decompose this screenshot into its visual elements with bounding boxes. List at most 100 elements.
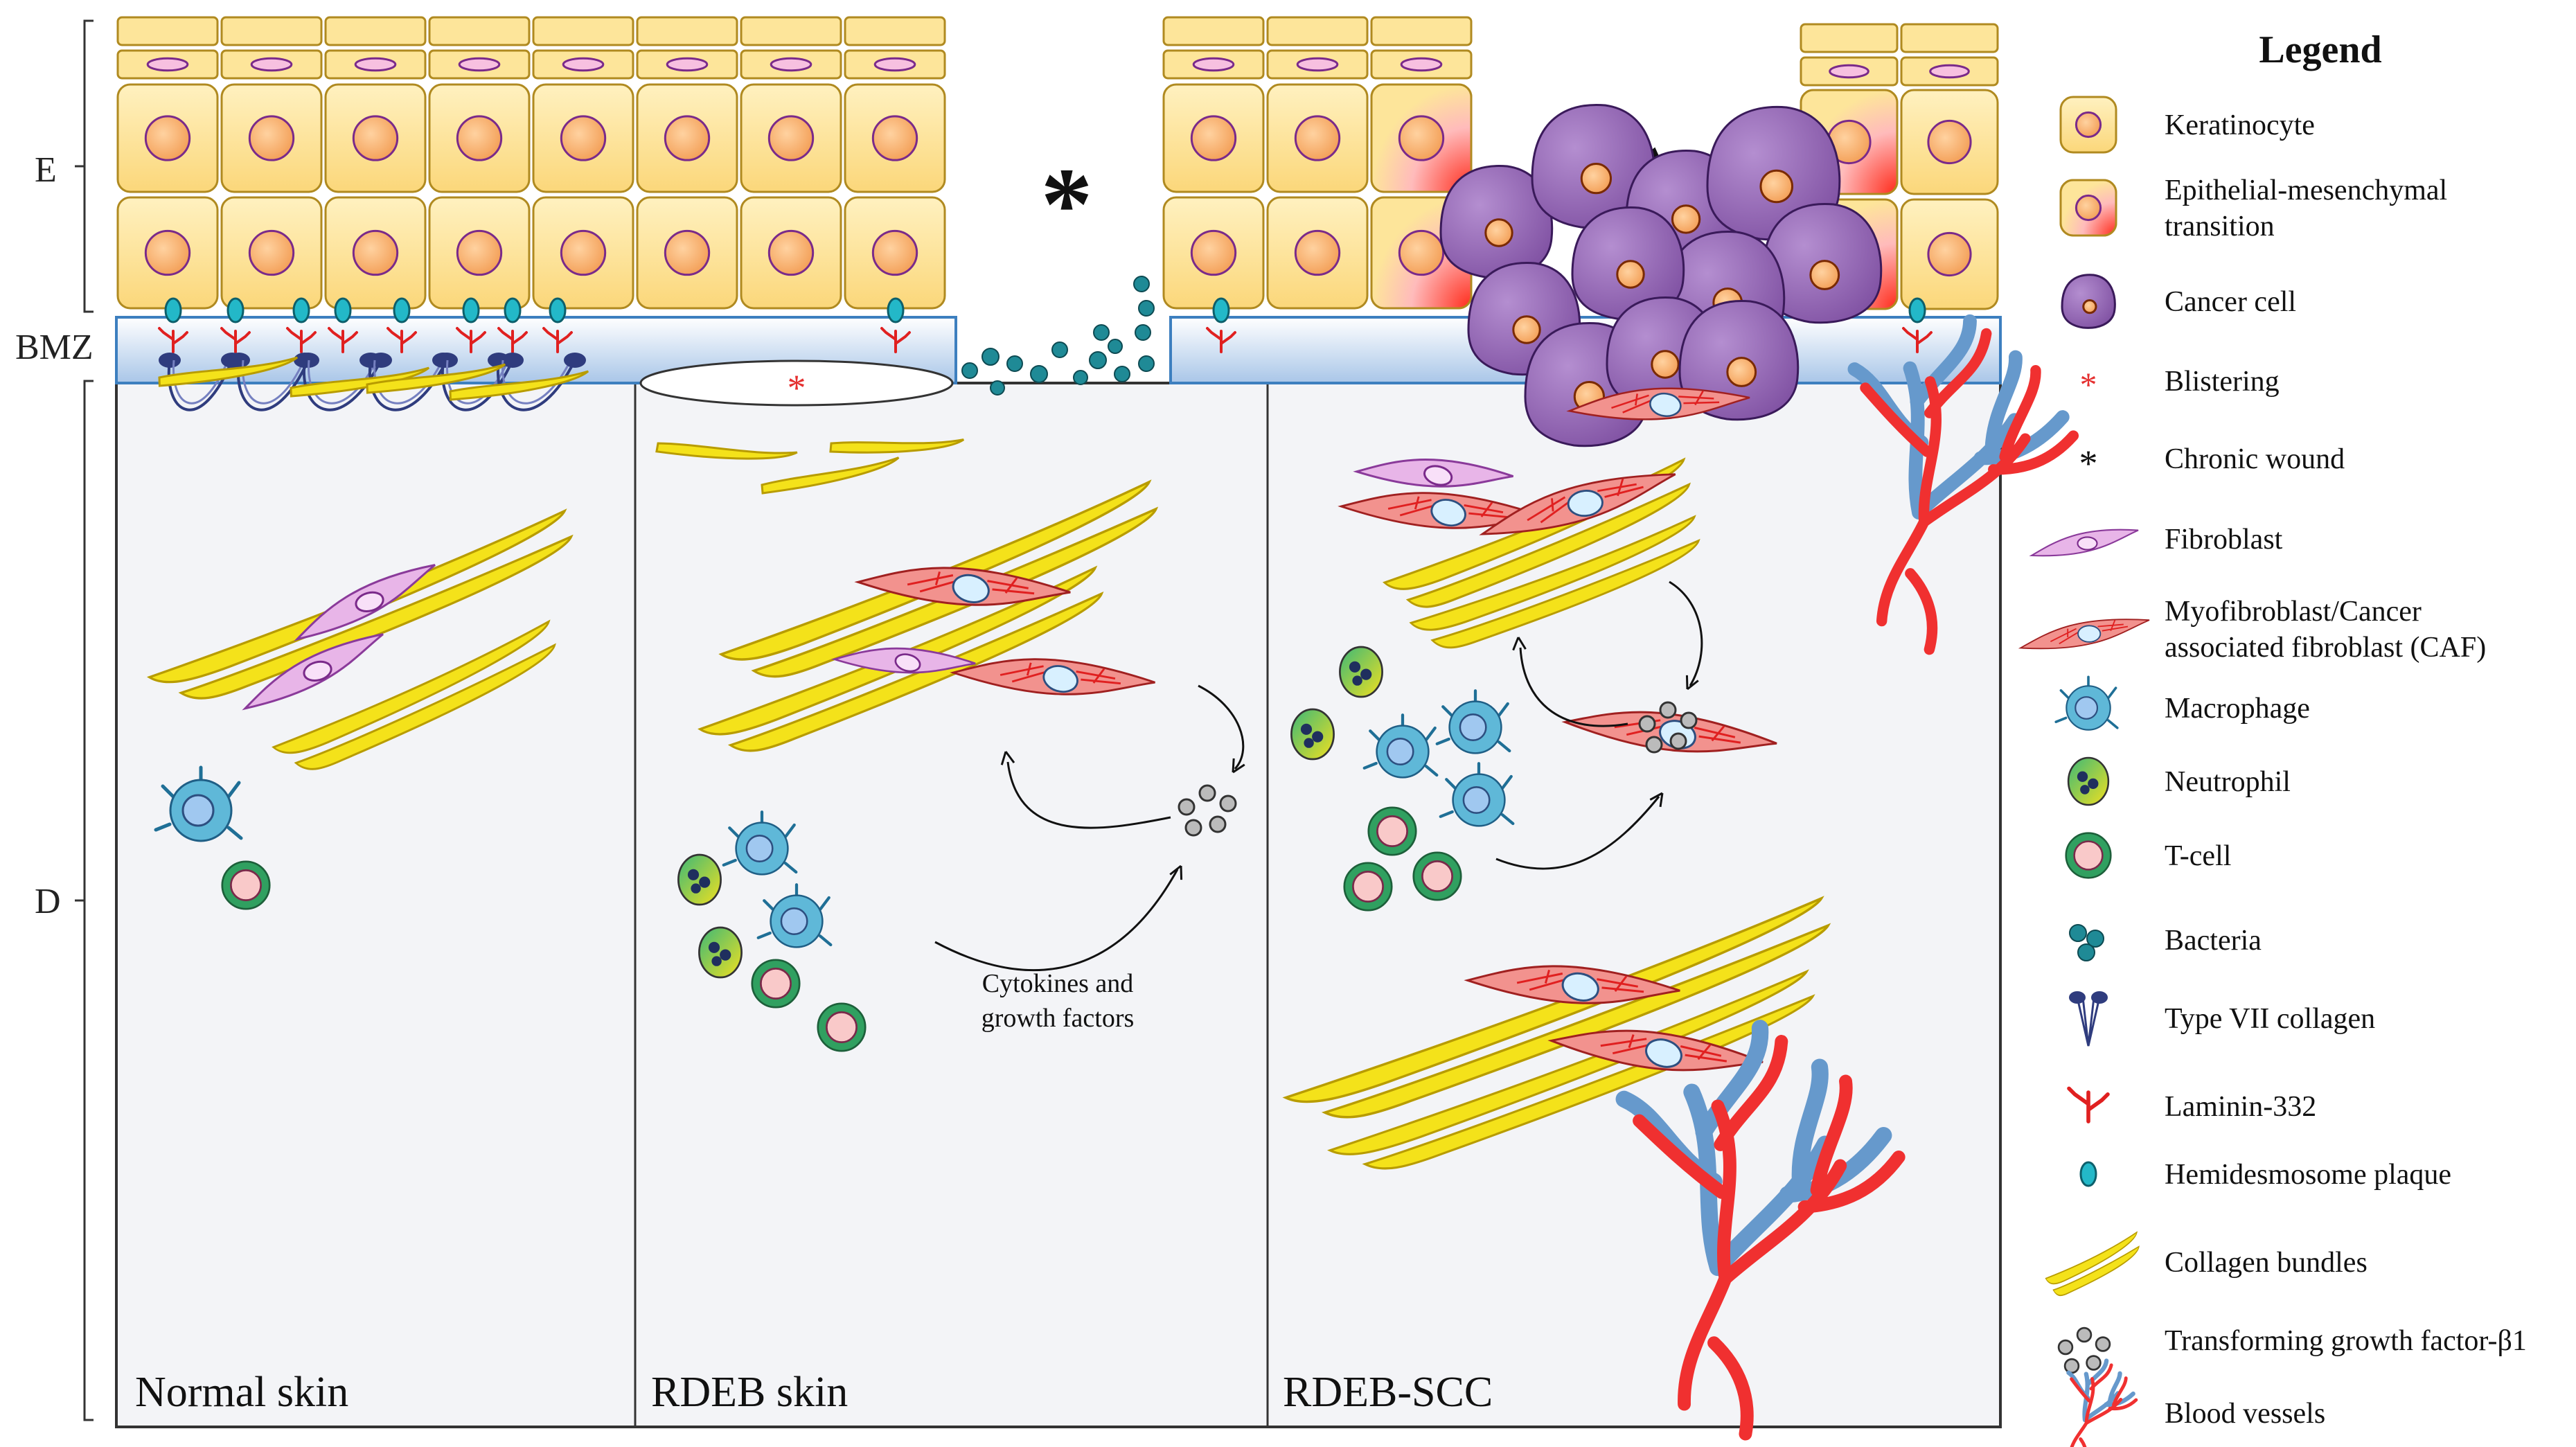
collagen-bundle <box>2045 1231 2140 1297</box>
t-cell <box>2065 832 2112 879</box>
blister <box>639 359 954 407</box>
t-cell <box>1343 862 1393 912</box>
legend-item: Hemidesmosome plaque <box>2079 1159 2451 1191</box>
signal-arrow <box>934 869 1179 971</box>
legend-item: Macrophage <box>2054 675 2310 731</box>
epidermis-bracket <box>75 19 94 313</box>
fibroblast <box>1353 459 1514 488</box>
signal-arrow <box>1198 684 1245 770</box>
layer-label-bmz: BMZ <box>15 328 94 367</box>
bacteria-icon <box>2069 924 2104 961</box>
keratinocyte <box>636 83 738 193</box>
neutrophil <box>2067 756 2110 806</box>
legend-label: Neutrophil <box>2165 766 2291 798</box>
blister-mark: * <box>788 367 806 409</box>
myofibroblast <box>2018 619 2150 650</box>
keratinocyte <box>324 83 427 193</box>
legend-label: Blood vessels <box>2165 1398 2325 1430</box>
cornified-cell <box>1800 23 1899 53</box>
keratinocyte <box>116 83 219 193</box>
laminin-332 <box>286 327 317 353</box>
granular-cell <box>532 49 634 80</box>
laminin-332 <box>542 327 573 353</box>
cornified-cell <box>428 16 531 46</box>
fibroblast <box>294 564 436 641</box>
layer-label-epidermis: E <box>35 150 57 190</box>
legend-item: Type VII collagen <box>2069 991 2375 1047</box>
legend-item: Transforming growth factor-β1 <box>2057 1325 2527 1374</box>
granular-cell <box>428 49 531 80</box>
t-cell <box>817 1002 867 1052</box>
t-cell <box>1412 851 1462 901</box>
arrow-head <box>1232 758 1245 774</box>
legend-label: Chronic wound <box>2165 443 2345 475</box>
collagen-fiber <box>655 442 798 460</box>
laminin-332 <box>880 327 911 353</box>
legend-item: Neutrophil <box>2067 756 2291 806</box>
bacterium <box>1138 355 1155 372</box>
bacterium <box>1093 324 1110 341</box>
epidermis <box>116 16 1999 411</box>
blood-vessel <box>2066 1358 2138 1447</box>
hemidesmosome-plaque-icon <box>2079 1161 2097 1187</box>
granular-cell <box>116 49 219 80</box>
arrow-head <box>1169 864 1183 880</box>
legend-item: Cancer cell <box>2061 274 2296 329</box>
bacterium <box>2086 930 2104 948</box>
collagen-bundle <box>146 508 574 700</box>
laminin-332 <box>456 327 486 353</box>
arrow-head <box>1512 637 1527 651</box>
macrophage <box>1362 713 1439 779</box>
keratinocyte <box>844 83 946 193</box>
collagen-bundle <box>1327 969 1815 1170</box>
cancer-cell <box>2061 274 2116 329</box>
bacterium <box>1114 366 1130 382</box>
legend-label: Type VII collagen <box>2165 1003 2375 1035</box>
legend-item: *Blistering <box>2080 365 2280 404</box>
keratinocyte <box>532 196 634 310</box>
legend-label: Myofibroblast/Cancer <box>2165 596 2422 628</box>
collagen-fiber <box>158 356 299 387</box>
arrow-head <box>1685 675 1699 691</box>
granular-cell <box>324 49 427 80</box>
legend-label: Transforming growth factor-β1 <box>2165 1325 2527 1357</box>
cancer-cell-cluster <box>1439 103 1883 447</box>
granular-cell <box>1162 49 1265 80</box>
legend-title: Legend <box>2259 28 2381 71</box>
macrophage <box>1439 762 1515 827</box>
keratinocyte <box>1266 196 1369 310</box>
laminin-332 <box>2067 1086 2110 1124</box>
legend-item: Blood vessels <box>2066 1358 2325 1447</box>
keratinocyte <box>1266 83 1369 193</box>
panel-title-rdeb-scc: RDEB-SCC <box>1283 1369 1493 1416</box>
cancer-cell <box>1531 103 1656 229</box>
cornified-cell <box>1900 23 1999 53</box>
granular-cell <box>1900 56 1999 87</box>
keratinocyte <box>1900 89 1999 195</box>
bacterium <box>1089 351 1107 369</box>
emt-keratinocyte <box>1370 83 1473 193</box>
neutrophil-icon <box>2067 756 2110 806</box>
myofibroblast <box>1566 387 1750 420</box>
granular-cell <box>844 49 946 80</box>
bacterium <box>2069 924 2087 942</box>
bacterium <box>1030 365 1048 383</box>
collagen-bundle <box>1383 457 1691 608</box>
cancer-cell-icon <box>2061 274 2116 329</box>
arrow-head <box>1649 792 1664 808</box>
granular-cell <box>636 49 738 80</box>
cytokines-label-line1: Cytokines and <box>982 969 1133 998</box>
laminin-332 <box>328 327 358 353</box>
collagen-bundle <box>272 619 556 770</box>
macrophage-icon <box>2054 675 2119 731</box>
legend-item: Bacteria <box>2069 924 2262 961</box>
bacteria-cluster <box>961 276 1155 396</box>
legend-item: Collagen bundles <box>2045 1231 2368 1297</box>
cancer-cell <box>1761 202 1883 324</box>
cancer-cell <box>1571 206 1685 321</box>
cornified-cell <box>636 16 738 46</box>
hemidesmosome-plaque <box>1212 297 1230 323</box>
keratinocyte <box>324 196 427 310</box>
macrophage <box>154 765 243 842</box>
laminin-332-icon <box>2067 1086 2110 1124</box>
